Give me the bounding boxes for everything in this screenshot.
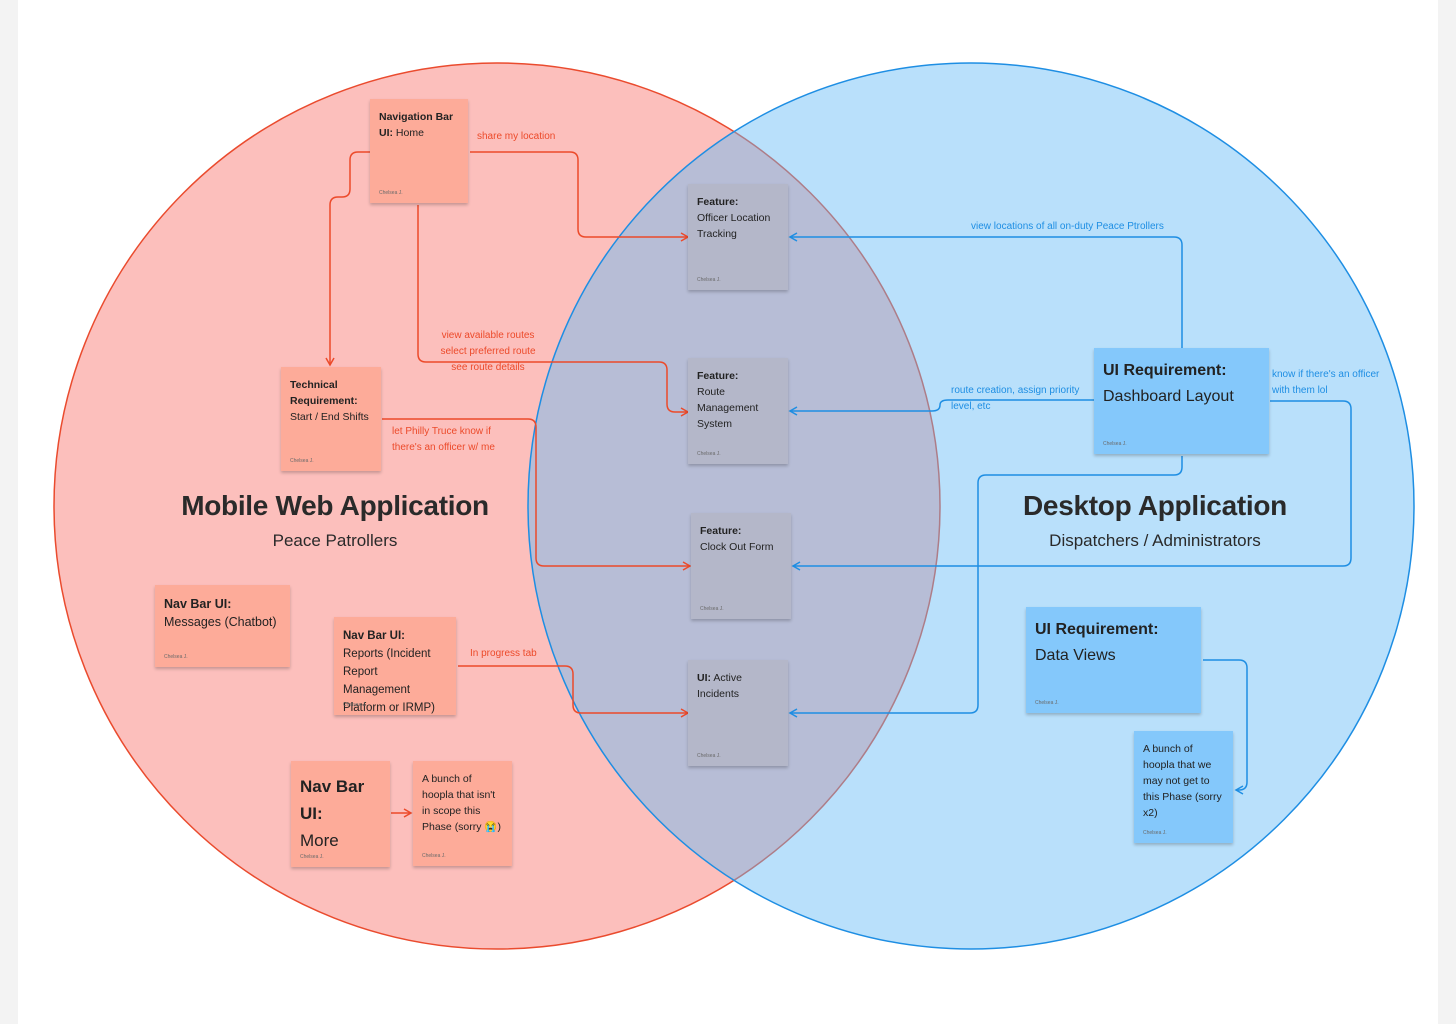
label-view-locations: view locations of all on-duty Peace Ptro…	[971, 221, 1164, 232]
whiteboard-canvas	[18, 0, 1438, 1024]
note-heading: Feature:	[700, 525, 742, 537]
arrow-dashboard-to-clockout	[791, 400, 1352, 571]
note-author: Chelsea J.	[1035, 700, 1059, 706]
arrow-reports-to-active	[458, 665, 690, 718]
note-heading: Navigation Bar	[379, 111, 454, 123]
note-text: A bunch of hoopla that we may not get to…	[1143, 743, 1222, 819]
note-text: More	[300, 831, 339, 850]
note-heading: Feature:	[697, 370, 739, 382]
note-author: Chelsea J.	[379, 190, 403, 196]
note-heading: Feature:	[697, 196, 739, 208]
note-text: Reports (Incident Report Management Plat…	[343, 648, 436, 714]
arrow-home-to-route	[417, 205, 690, 417]
sticky-note-ui-dataviews[interactable]: UI Requirement: Data Views Chelsea J.	[1026, 607, 1201, 713]
label-in-progress: In progress tab	[470, 648, 537, 659]
sticky-note-feature-clockout[interactable]: Feature: Clock Out Form Chelsea J.	[691, 513, 791, 619]
note-heading: Nav Bar UI:	[343, 630, 405, 642]
arrow-dataviews-to-hoopla	[1203, 659, 1248, 795]
note-text: Messages (Chatbot)	[164, 615, 277, 629]
note-author: Chelsea J.	[697, 753, 721, 759]
desktop-subtitle: Dispatchers / Administrators	[1049, 531, 1261, 550]
note-author: Chelsea J.	[1103, 441, 1127, 447]
note-text: Data Views	[1035, 647, 1116, 664]
desktop-title: Desktop Application	[1023, 490, 1287, 521]
note-text: Clock Out Form	[700, 541, 774, 553]
note-author: Chelsea J.	[290, 458, 314, 464]
arrow-home-to-techreq	[325, 151, 370, 367]
arrow-techreq-to-clockout	[382, 418, 692, 571]
note-author: Chelsea J.	[1143, 830, 1167, 836]
note-heading: Technical Requirement:	[290, 379, 358, 407]
sticky-note-nav-home[interactable]: Navigation Bar UI: Home Chelsea J.	[370, 99, 468, 203]
sticky-note-hoopla-mobile[interactable]: A bunch of hoopla that isn't in scope th…	[413, 761, 512, 866]
note-text: Home	[393, 127, 424, 139]
arrow-dashboard-to-active	[788, 456, 1183, 718]
note-heading: Nav Bar UI:	[300, 777, 365, 823]
note-author: Chelsea J.	[343, 702, 367, 708]
note-text: Start / End Shifts	[290, 411, 369, 423]
label-philly-truce: let Philly Truce know if there's an offi…	[392, 426, 495, 453]
sticky-note-nav-messages[interactable]: Nav Bar UI: Messages (Chatbot) Chelsea J…	[155, 585, 290, 667]
label-route-creation: route creation, assign priority level, e…	[951, 385, 1080, 412]
note-author: Chelsea J.	[697, 277, 721, 283]
arrow-home-to-location	[470, 151, 690, 242]
note-text: Officer Location Tracking	[697, 212, 771, 240]
sticky-note-feature-location[interactable]: Feature: Officer Location Tracking Chels…	[688, 184, 788, 290]
sticky-note-hoopla-desktop[interactable]: A bunch of hoopla that we may not get to…	[1134, 731, 1233, 843]
mobile-subtitle: Peace Patrollers	[272, 531, 398, 550]
sticky-note-tech-req[interactable]: Technical Requirement: Start / End Shift…	[281, 367, 381, 471]
note-heading: Nav Bar UI:	[164, 597, 232, 611]
sticky-note-nav-reports[interactable]: Nav Bar UI: Reports (Incident Report Man…	[334, 617, 456, 715]
sticky-note-ui-active[interactable]: UI: Active Incidents Chelsea J.	[688, 660, 788, 766]
note-text: Dashboard Layout	[1103, 388, 1234, 405]
note-text: Active Incidents	[697, 672, 742, 700]
note-author: Chelsea J.	[700, 606, 724, 612]
arrow-dashboard-to-location	[788, 232, 1183, 348]
label-share-location: share my location	[477, 131, 556, 142]
note-author: Chelsea J.	[164, 654, 188, 660]
note-heading: UI:	[697, 672, 711, 684]
arrow-dashboard-to-route	[788, 399, 1094, 416]
note-heading: UI:	[379, 127, 393, 139]
sticky-note-ui-dashboard[interactable]: UI Requirement: Dashboard Layout Chelsea…	[1094, 348, 1269, 454]
note-author: Chelsea J.	[697, 451, 721, 457]
note-author: Chelsea J.	[300, 854, 324, 860]
sticky-note-feature-route[interactable]: Feature: Route Management System Chelsea…	[688, 358, 788, 464]
note-text: A bunch of hoopla that isn't in scope th…	[422, 773, 502, 833]
note-author: Chelsea J.	[422, 853, 446, 859]
note-heading: UI Requirement:	[1103, 362, 1227, 379]
sticky-note-nav-more[interactable]: Nav Bar UI: More Chelsea J.	[291, 761, 390, 867]
label-know-officer: know if there's an officer with them lol	[1272, 369, 1380, 396]
note-heading: UI Requirement:	[1035, 621, 1159, 638]
note-text: Route Management System	[697, 386, 759, 430]
mobile-title: Mobile Web Application	[181, 490, 489, 521]
label-routes: view available routes select preferred r…	[440, 330, 536, 373]
